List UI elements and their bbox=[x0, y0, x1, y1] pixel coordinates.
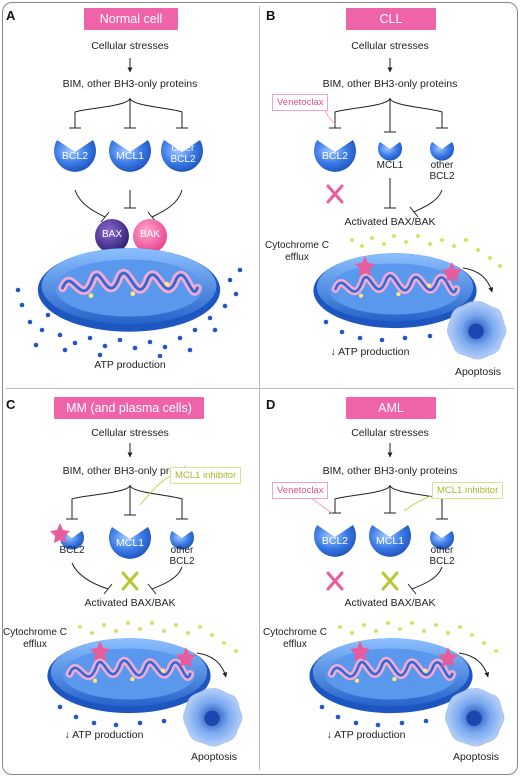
apoptotic-cell bbox=[183, 688, 243, 747]
apoptotic-cell bbox=[445, 688, 505, 747]
panel-a-art bbox=[15, 58, 243, 359]
apoptotic-cell bbox=[447, 301, 507, 360]
bh3-proteins-label: BIM, other BH3-only proteins bbox=[322, 465, 458, 477]
mcl1-inhibitor-tag: MCL1 inhibitor bbox=[432, 482, 504, 499]
panel-label: A bbox=[6, 8, 16, 23]
atp-production-label: ↓ ATP production bbox=[326, 729, 406, 741]
bcl2-label: BCL2 bbox=[321, 535, 349, 547]
mcl1-protein bbox=[369, 525, 411, 557]
cellular-stresses-label: Cellular stresses bbox=[91, 40, 169, 52]
cytochrome-efflux-label: Cytochrome C efflux bbox=[263, 627, 327, 650]
other-bcl2-protein bbox=[430, 531, 454, 550]
other-bcl2-label: other BCL2 bbox=[429, 160, 455, 182]
atp-dots bbox=[15, 267, 243, 359]
pore-stars bbox=[90, 641, 196, 667]
mcl1-label: MCL1 bbox=[115, 150, 144, 162]
apoptosis-label: Apoptosis bbox=[452, 751, 500, 763]
panel-title: Normal cell bbox=[84, 8, 178, 30]
bcl2-marker-star bbox=[50, 523, 70, 543]
mcl1-protein bbox=[378, 142, 402, 161]
mcl1-inhibitor-tag: MCL1 inhibitor bbox=[170, 467, 242, 484]
other-bcl2-protein bbox=[170, 531, 194, 550]
atp-production-label: ATP production bbox=[94, 359, 166, 371]
mcl1-label: MCL1 bbox=[115, 537, 144, 549]
mcl1-blocked-x bbox=[381, 571, 399, 591]
apoptosis-label: Apoptosis bbox=[454, 366, 502, 378]
cytochrome-efflux-label: Cytochrome C efflux bbox=[265, 240, 329, 263]
bax-protein bbox=[95, 219, 129, 253]
venetoclax-tag: Venetoclax bbox=[272, 482, 329, 499]
panel-c: C MM (and plasma cells) Cellular stresse… bbox=[0, 389, 259, 775]
blocked-x bbox=[121, 571, 139, 591]
other-bcl2-label: other BCL2 bbox=[169, 545, 195, 567]
cytochrome-efflux-label: Cytochrome C efflux bbox=[3, 627, 67, 650]
mitochondrion bbox=[38, 248, 220, 332]
other-bcl2-protein bbox=[161, 140, 204, 172]
bak-label: BAK bbox=[139, 229, 160, 240]
bcl2-label: BCL2 bbox=[59, 545, 85, 556]
panel-title: MM (and plasma cells) bbox=[54, 397, 204, 419]
mcl1-protein bbox=[109, 140, 151, 172]
blocked-x bbox=[326, 184, 344, 204]
bcl2-protein bbox=[60, 531, 84, 550]
activated-bax-bak-label: Activated BAX/BAK bbox=[84, 597, 176, 609]
bax-label: BAX bbox=[101, 229, 122, 240]
pore-stars bbox=[355, 256, 462, 282]
bcl2-label: BCL2 bbox=[61, 150, 89, 162]
cytochrome-dots bbox=[338, 621, 498, 653]
bcl2-label: BCL2 bbox=[321, 150, 349, 162]
cellular-stresses-label: Cellular stresses bbox=[91, 427, 169, 439]
panel-b: B CLL Cellular stresses BIM, other BH3-o… bbox=[260, 0, 519, 386]
activated-bax-bak-label: Activated BAX/BAK bbox=[344, 597, 436, 609]
other-bcl2-label: other BCL2 bbox=[429, 545, 455, 567]
venetoclax-tag: Venetoclax bbox=[272, 94, 329, 111]
cellular-stresses-label: Cellular stresses bbox=[351, 40, 429, 52]
bh3-proteins-label: BIM, other BH3-only proteins bbox=[322, 78, 458, 90]
panel-d-art bbox=[260, 443, 505, 747]
cytochrome-dots bbox=[78, 621, 238, 653]
panel-d: D AML Cellular stresses BIM, other BH3-o… bbox=[260, 389, 519, 775]
bcl2-protein bbox=[314, 140, 356, 172]
panel-c-art bbox=[0, 443, 243, 747]
mcl1-protein bbox=[109, 527, 151, 559]
bcl2-protein bbox=[314, 525, 356, 557]
venetoclax-blocked-x bbox=[326, 571, 344, 591]
atp-dots bbox=[57, 704, 167, 728]
panel-label: D bbox=[266, 397, 276, 412]
activated-bax-bak-label: Activated BAX/BAK bbox=[344, 216, 436, 228]
panel-b-art bbox=[260, 58, 507, 360]
panel-label: C bbox=[6, 397, 16, 412]
bak-protein bbox=[133, 219, 167, 253]
other-bcl2-label: other BCL2 bbox=[170, 143, 196, 165]
panel-title: CLL bbox=[346, 8, 436, 30]
panel-label: B bbox=[266, 8, 276, 23]
pore-stars bbox=[350, 641, 458, 667]
bcl2-protein bbox=[54, 140, 96, 172]
cytochrome-dots bbox=[350, 234, 502, 268]
bh3-proteins-label: BIM, other BH3-only proteins bbox=[62, 78, 198, 90]
apoptosis-label: Apoptosis bbox=[190, 751, 238, 763]
atp-production-label: ↓ ATP production bbox=[330, 346, 410, 358]
mcl1-label: MCL1 bbox=[376, 160, 404, 171]
atp-production-label: ↓ ATP production bbox=[64, 729, 144, 741]
mcl1-label: MCL1 bbox=[375, 535, 404, 547]
atp-dots bbox=[323, 319, 433, 343]
panel-title: AML bbox=[346, 397, 436, 419]
panel-a: A Normal cell Cellular stresses BIM, oth… bbox=[0, 0, 259, 386]
bh3-proteins-label: BIM, other BH3-only proteins bbox=[62, 465, 198, 477]
atp-dots bbox=[319, 704, 429, 728]
other-bcl2-protein bbox=[430, 142, 454, 161]
horizontal-divider bbox=[6, 388, 514, 389]
cellular-stresses-label: Cellular stresses bbox=[351, 427, 429, 439]
